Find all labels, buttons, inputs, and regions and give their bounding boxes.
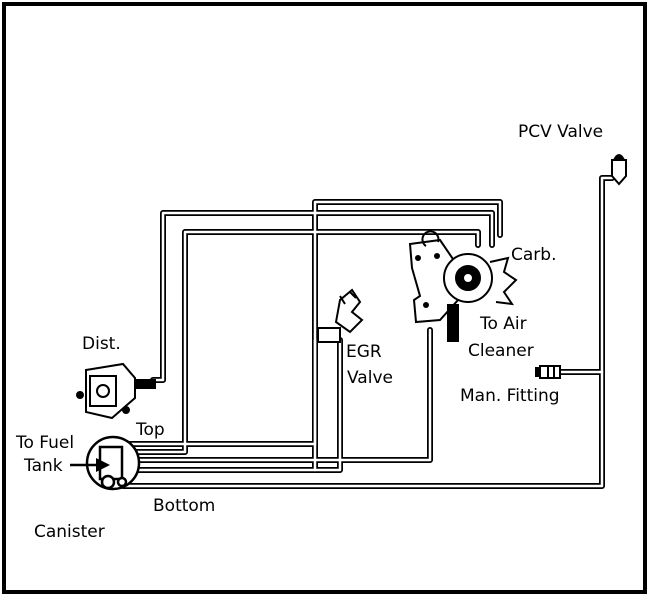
label-cleaner: Cleaner	[468, 341, 534, 361]
hose-carb-lower	[120, 327, 433, 463]
manifold-fitting-icon	[535, 365, 561, 379]
arrow-right-icon	[70, 458, 110, 472]
label-pcv-valve: PCV Valve	[518, 122, 604, 142]
hose-bottom-pcv	[120, 175, 615, 489]
label-carb: Carb.	[511, 245, 557, 265]
label-dist: Dist.	[82, 334, 121, 354]
canister-icon	[85, 435, 141, 491]
label-bottom: Bottom	[153, 496, 216, 516]
hose-egr-carb	[120, 199, 503, 447]
label-top: Top	[136, 420, 165, 440]
distributor-icon	[76, 362, 156, 420]
carburetor-icon	[408, 230, 518, 342]
diagram-frame	[2, 2, 647, 594]
label-egr: EGR	[346, 342, 382, 362]
pcv-valve-icon	[611, 154, 627, 186]
label-to-air: To Air	[480, 314, 527, 334]
label-canister: Canister	[34, 522, 105, 542]
egr-valve-icon	[317, 288, 364, 343]
label-man-fitting: Man. Fitting	[460, 386, 560, 406]
label-valve: Valve	[347, 368, 393, 388]
label-to-fuel: To Fuel	[16, 433, 75, 453]
label-tank: Tank	[24, 456, 63, 476]
